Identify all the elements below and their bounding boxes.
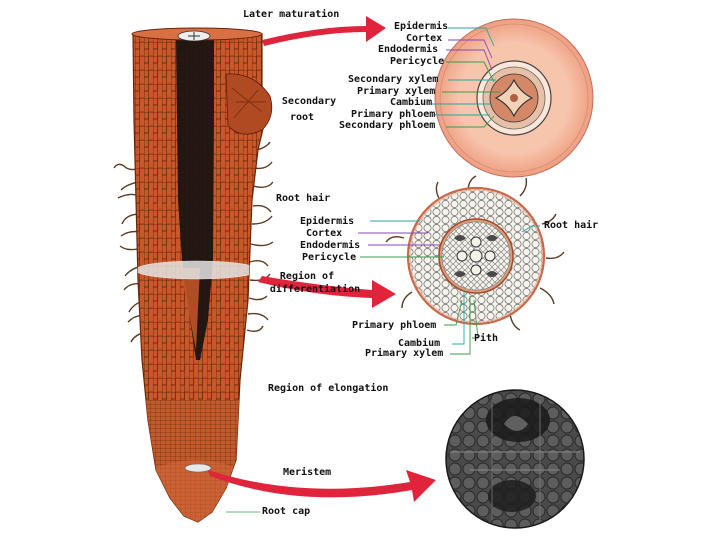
- label-later-maturation: Later maturation: [243, 9, 339, 20]
- label-meristem: Meristem: [283, 467, 331, 478]
- label-mature-epidermis: Epidermis: [394, 21, 448, 32]
- label-young-pericycle: Pericycle: [302, 252, 356, 263]
- label-region-diff-line1: Region of: [252, 271, 362, 282]
- label-mature-cortex: Cortex: [406, 33, 442, 44]
- label-young-primary-xylem: Primary xylem: [365, 348, 443, 359]
- meristem-micrograph: [446, 390, 584, 528]
- label-young-cortex: Cortex: [306, 228, 342, 239]
- label-region-elongation: Region of elongation: [268, 383, 388, 394]
- label-root-cap: Root cap: [262, 506, 310, 517]
- label-mature-cambium: Cambium: [390, 97, 432, 108]
- label-secondary-root-line1: Secondary: [276, 96, 342, 107]
- label-mature-primary-xylem: Primary xylem: [357, 86, 435, 97]
- label-secondary-root: Secondary root: [276, 96, 342, 123]
- arrow-later-maturation: [262, 16, 386, 46]
- mature-cross-section: [435, 19, 593, 177]
- label-secondary-root-line2: root: [262, 112, 342, 123]
- label-root-hair-left: Root hair: [276, 193, 330, 204]
- secondary-root-bulge: [226, 74, 272, 134]
- label-young-endodermis: Endodermis: [300, 240, 360, 251]
- label-young-epidermis: Epidermis: [300, 216, 354, 227]
- label-mature-secondary-phloem: Secondary phloem: [339, 120, 435, 131]
- label-mature-secondary-xylem: Secondary xylem: [348, 74, 438, 85]
- young-cross-section: [408, 188, 544, 324]
- label-region-diff-line2: differentiation: [268, 284, 362, 295]
- label-young-primary-phloem: Primary phloem: [352, 320, 436, 331]
- label-young-root-hair: Root hair: [544, 220, 598, 231]
- label-mature-primary-phloem: Primary phloem: [351, 109, 435, 120]
- label-mature-endodermis: Endodermis: [378, 44, 438, 55]
- label-young-pith: Pith: [474, 333, 498, 344]
- root-body: [130, 28, 272, 530]
- label-region-differentiation: Region of differentiation: [268, 271, 362, 295]
- label-mature-pericycle: Pericycle: [390, 56, 444, 67]
